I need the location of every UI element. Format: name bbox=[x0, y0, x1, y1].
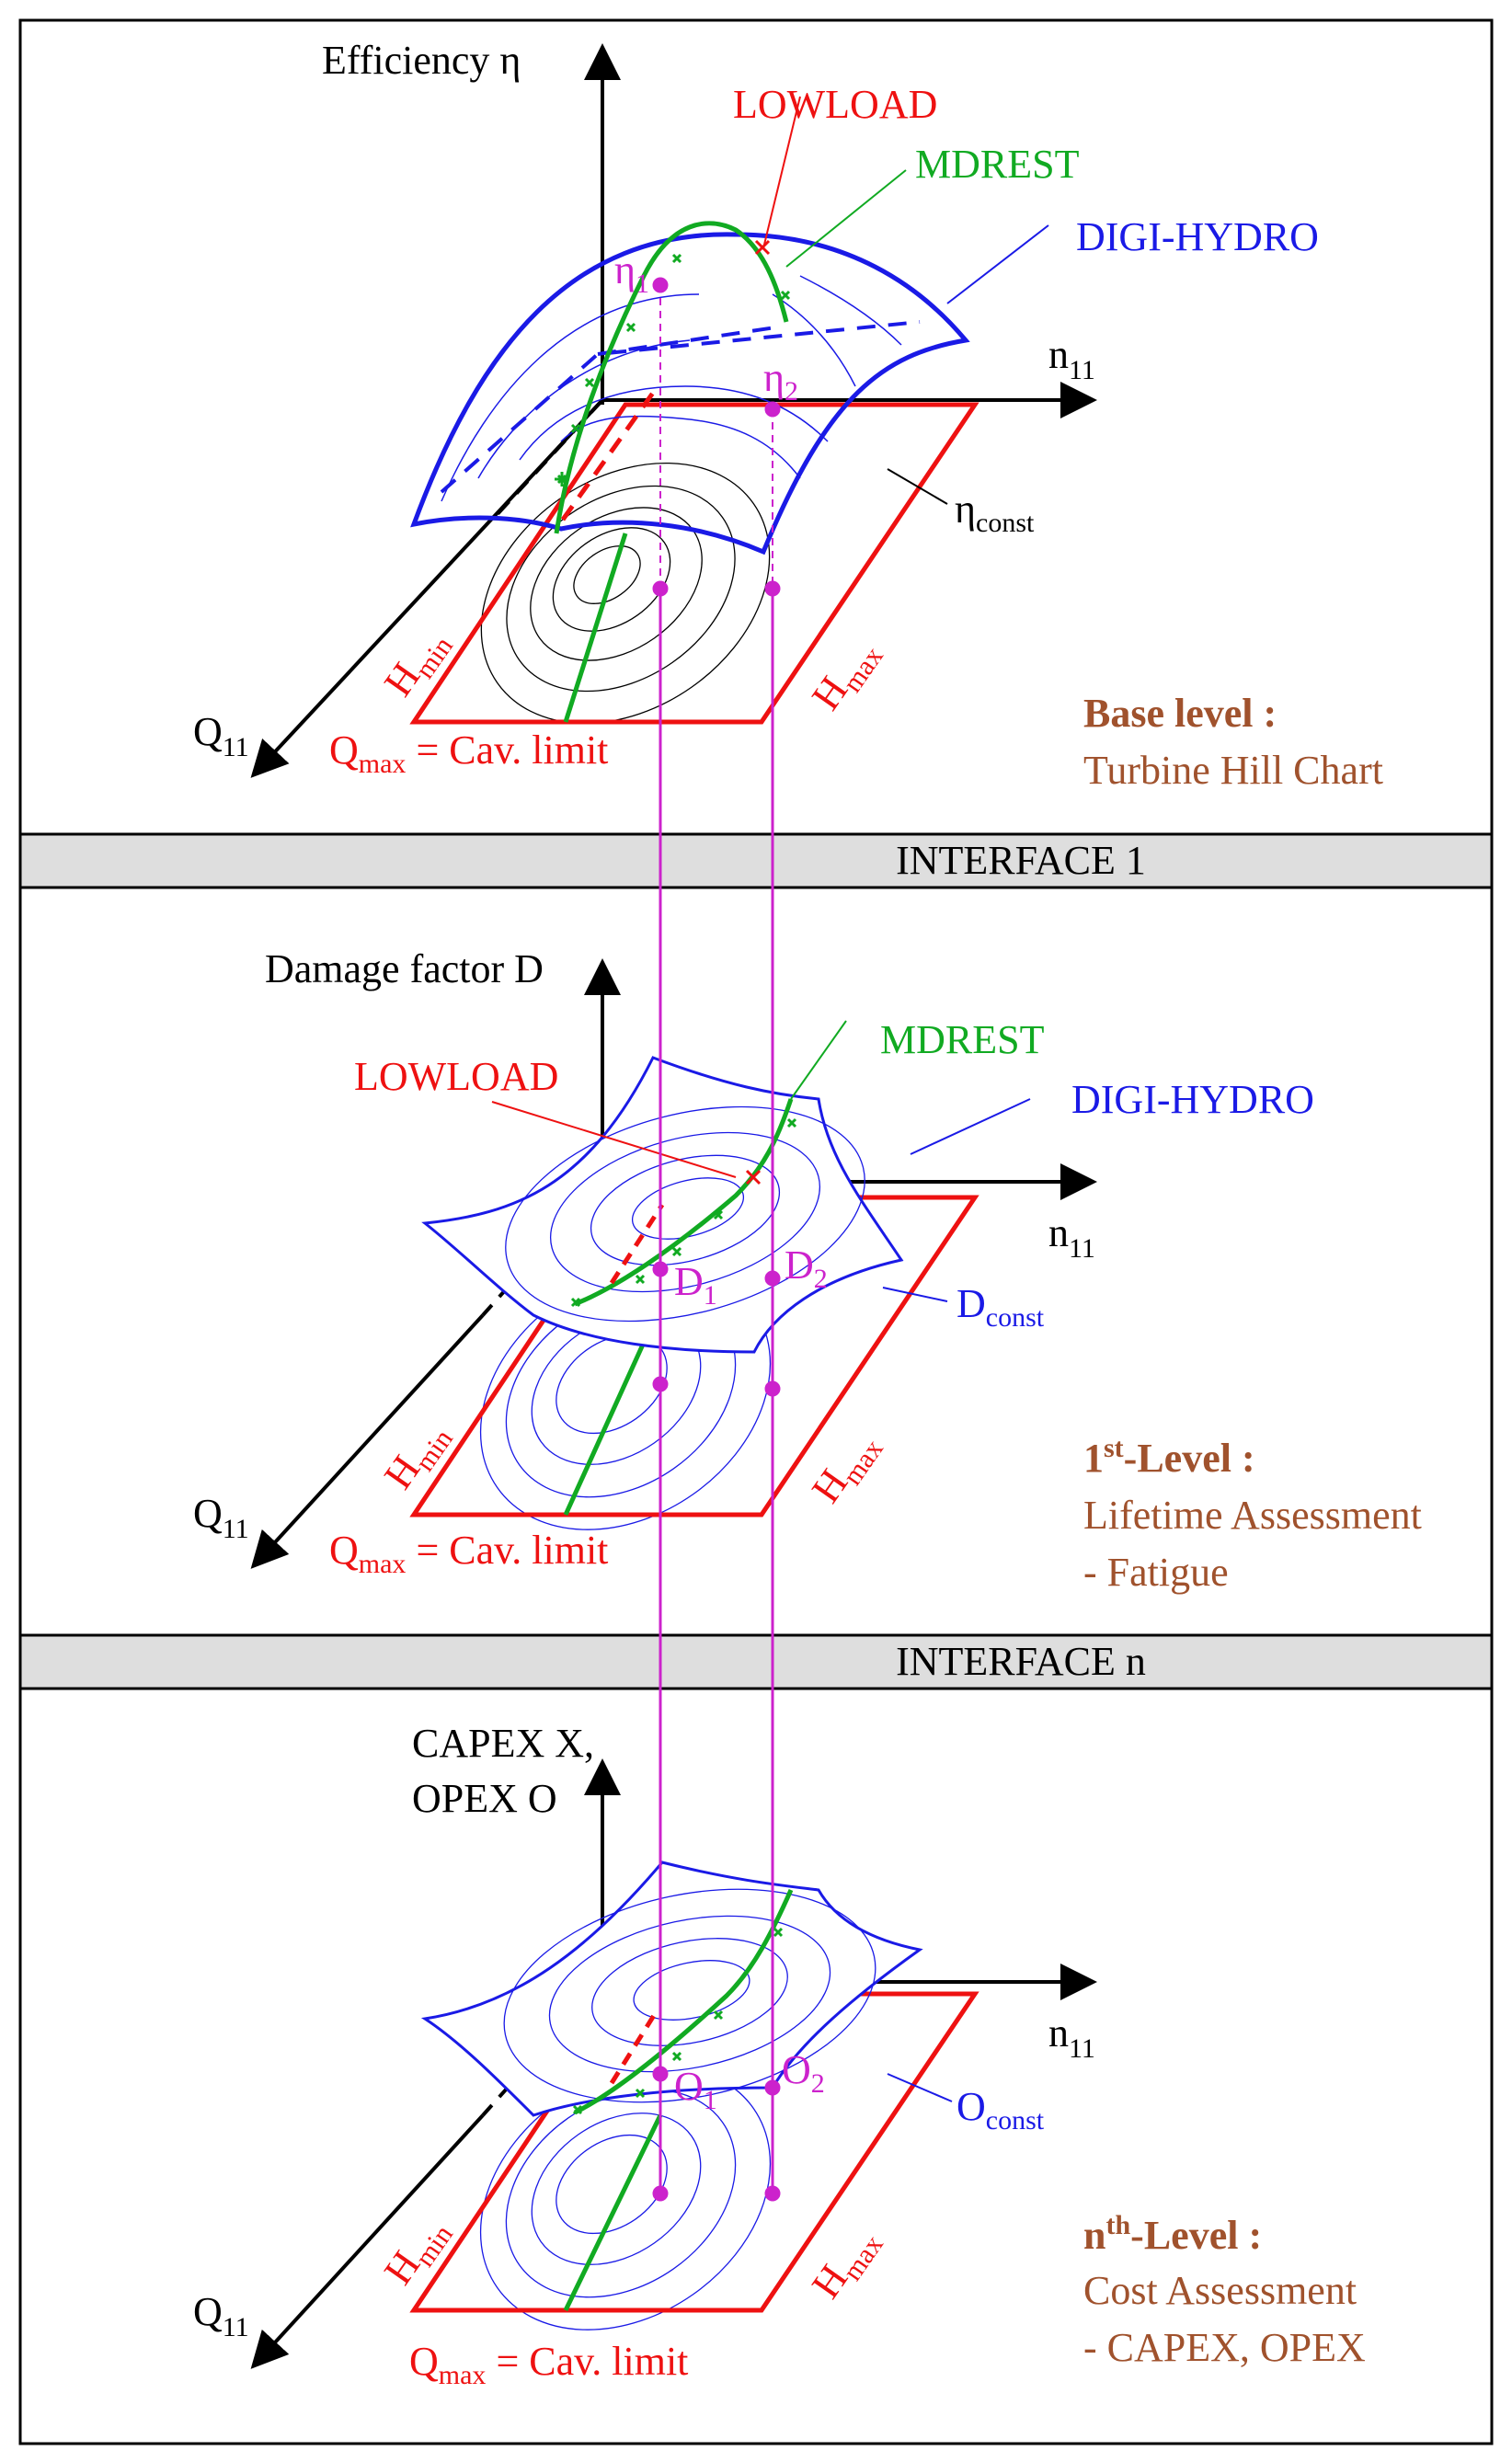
interface-band-n: INTERFACE n bbox=[18, 1633, 1494, 1690]
interface-n-label: INTERFACE n bbox=[896, 1639, 1146, 1684]
axis-n11-label: n11 bbox=[1048, 332, 1095, 385]
hmin-label-1: Hmin bbox=[375, 1412, 459, 1500]
d2-label: D2 bbox=[785, 1242, 828, 1294]
first-level-desc-1: Lifetime Assessment bbox=[1083, 1493, 1422, 1538]
operating-range-plane bbox=[409, 402, 979, 725]
axis-y-label-n-line2: OPEX O bbox=[412, 1776, 557, 1821]
axis-y-label-n-line1: CAPEX X, bbox=[412, 1721, 594, 1766]
axis-q11-n bbox=[250, 2113, 485, 2369]
qmax-label-1: Qmax = Cav. limit bbox=[329, 1528, 608, 1579]
base-level-desc: Turbine Hill Chart bbox=[1083, 748, 1383, 793]
axis-q11-label: Q11 bbox=[193, 709, 249, 762]
panel-nth-level: CAPEX X, OPEX O n11 Q11 Oconst O1 O2 Hmi… bbox=[193, 1721, 1366, 2390]
operating-points bbox=[652, 277, 781, 597]
nth-level-title: nth-Level : bbox=[1083, 2210, 1262, 2258]
mdrest-leader bbox=[785, 169, 907, 268]
d1-label: D1 bbox=[674, 1259, 717, 1311]
mdrest-label-1: MDREST bbox=[880, 1017, 1045, 1062]
lowload-leader-1 bbox=[491, 1101, 737, 1178]
lowload-label-1: LOWLOAD bbox=[354, 1054, 558, 1099]
axis-n11-label-1: n11 bbox=[1048, 1210, 1095, 1264]
axis-q11-1 bbox=[250, 1313, 485, 1569]
mdrest-markers-1 bbox=[570, 1117, 797, 1308]
base-level-title: Base level : bbox=[1083, 691, 1277, 736]
eta-const-label: ηconst bbox=[955, 487, 1035, 538]
panel-base-level: Efficiency η n11 Q11 LOWLOAD MDREST DIGI… bbox=[193, 38, 1383, 793]
o1-label: O1 bbox=[674, 2064, 717, 2115]
digihydro-label: DIGI-HYDRO bbox=[1076, 214, 1319, 259]
lowload-point-marker-1 bbox=[745, 1169, 762, 1185]
digihydro-leader-1 bbox=[910, 1098, 1031, 1155]
eta-const-leader bbox=[887, 468, 948, 505]
mdrest-label: MDREST bbox=[915, 142, 1080, 187]
mdrest-markers bbox=[555, 253, 791, 487]
interface-band-1: INTERFACE 1 bbox=[18, 832, 1494, 889]
qmax-label-n: Qmax = Cav. limit bbox=[409, 2339, 688, 2390]
axis-y-label-1: Damage factor D bbox=[265, 946, 544, 991]
lowload-dashed-line bbox=[560, 384, 660, 521]
mdrest-base-line-n bbox=[563, 2113, 663, 2312]
nth-level-desc-1: Cost Assessment bbox=[1083, 2268, 1357, 2313]
d-const-leader bbox=[882, 1287, 948, 1302]
panel-first-level: Damage factor D n11 Q11 LOWLOAD MDREST D… bbox=[193, 946, 1422, 1595]
eta1-label: η1 bbox=[614, 247, 649, 299]
mdrest-curve-1 bbox=[574, 1098, 794, 1307]
axis-n11-label-n: n11 bbox=[1048, 2010, 1095, 2064]
first-level-desc-2: - Fatigue bbox=[1083, 1550, 1229, 1595]
lowload-leader bbox=[762, 96, 801, 249]
axis-y-label: Efficiency η bbox=[322, 38, 521, 83]
eta2-label: η2 bbox=[763, 355, 798, 407]
o2-label: O2 bbox=[782, 2047, 825, 2099]
first-level-title: 1st-Level : bbox=[1083, 1433, 1255, 1481]
mdrest-base-line bbox=[563, 532, 628, 723]
lowload-dashed-line-n bbox=[609, 2008, 660, 2085]
lowload-dashed-line-1 bbox=[609, 1203, 665, 1285]
d-const-label: Dconst bbox=[956, 1281, 1045, 1333]
outer-frame bbox=[18, 18, 1494, 2445]
o-const-label: Oconst bbox=[956, 2084, 1045, 2136]
projection-lines bbox=[659, 589, 774, 2193]
axis-q11 bbox=[250, 398, 604, 778]
qmax-label: Qmax = Cav. limit bbox=[329, 727, 608, 779]
lowload-label: LOWLOAD bbox=[733, 82, 937, 127]
digihydro-label-1: DIGI-HYDRO bbox=[1071, 1077, 1314, 1122]
efficiency-surface bbox=[410, 232, 970, 555]
interface-1-label: INTERFACE 1 bbox=[896, 838, 1146, 883]
nth-level-desc-2: - CAPEX, OPEX bbox=[1083, 2325, 1366, 2370]
axis-q11-label-1: Q11 bbox=[193, 1491, 249, 1544]
mdrest-curve bbox=[554, 221, 789, 534]
cost-surface bbox=[420, 1861, 923, 2117]
damage-surface bbox=[421, 1056, 904, 1354]
o-const-leader bbox=[887, 2073, 953, 2102]
lowload-point-marker bbox=[754, 239, 771, 256]
digihydro-leader bbox=[946, 224, 1049, 304]
axis-q11-label-n: Q11 bbox=[193, 2289, 249, 2342]
mdrest-markers-n bbox=[572, 1927, 784, 2115]
mdrest-leader-1 bbox=[790, 1020, 847, 1100]
